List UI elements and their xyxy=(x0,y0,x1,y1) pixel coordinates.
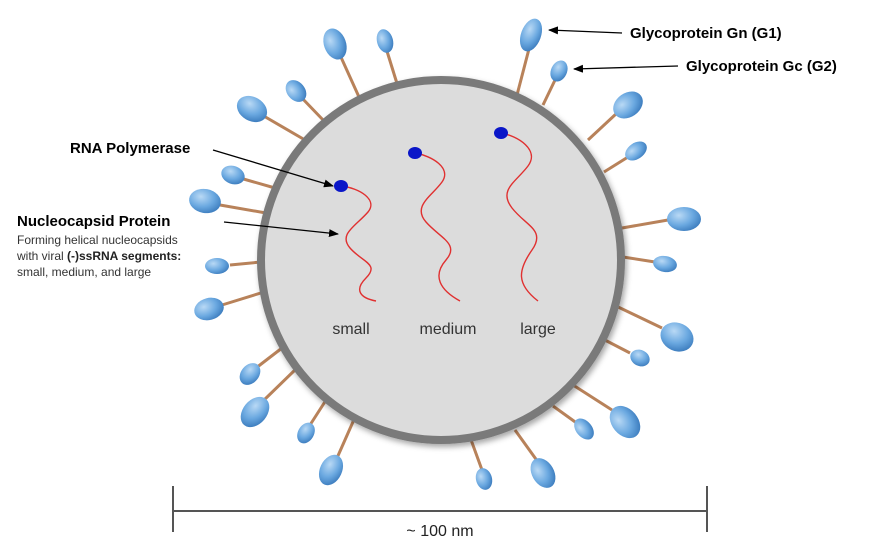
spike-stalk xyxy=(572,383,613,412)
spike-stalk xyxy=(621,218,669,230)
spike-head xyxy=(318,454,344,486)
spike-stalk xyxy=(298,94,327,124)
gn-arrow xyxy=(548,26,623,35)
spike-head xyxy=(667,207,701,231)
scale-bar xyxy=(172,486,708,532)
spike-stalk xyxy=(335,414,358,459)
spike-head xyxy=(653,255,677,273)
rna-segments xyxy=(340,132,539,302)
spike-stalk xyxy=(221,290,265,307)
polymerase-dot-small xyxy=(334,180,348,192)
segment-label-medium: medium xyxy=(420,321,477,338)
spike-head xyxy=(475,468,493,490)
segment-label-small: small xyxy=(332,321,369,338)
spike-head xyxy=(194,297,224,321)
spike-head xyxy=(376,29,394,53)
spike-head xyxy=(236,95,268,123)
spike-stalk xyxy=(603,155,629,174)
nucleocapsid-desc-line3: small, medium, and large xyxy=(17,265,151,279)
spike-head xyxy=(205,258,229,274)
polymerase-arrow xyxy=(212,149,334,188)
segment-label-large: large xyxy=(520,321,556,338)
nucleocapsid-desc-line2-bold: (-)ssRNA segments: xyxy=(67,249,181,263)
spike-head-gc xyxy=(550,60,568,82)
spike-stalk xyxy=(261,113,306,142)
spike-head xyxy=(189,188,221,214)
spike-head xyxy=(574,418,594,440)
spike-head xyxy=(625,141,647,161)
polymerase-dot-medium xyxy=(408,147,422,159)
spike-head xyxy=(530,458,556,488)
spike-head xyxy=(323,28,347,60)
spike-stalk xyxy=(552,404,579,426)
viral-envelope xyxy=(257,76,625,444)
polymerase-dot-large xyxy=(494,127,508,139)
spike-stalk xyxy=(513,429,540,463)
scale-bar-label: ~ 100 nm xyxy=(406,523,473,540)
rna-segment-medium xyxy=(414,152,461,302)
nucleocapsid-arrow xyxy=(223,221,339,238)
spike-stalk xyxy=(338,54,361,98)
spike-stalk xyxy=(468,436,484,471)
spike-head xyxy=(240,396,270,428)
spike-stalk xyxy=(515,44,532,96)
nucleocapsid-desc-line2-pre: with viral xyxy=(16,249,67,263)
spike-stalk xyxy=(219,203,267,215)
spike-head xyxy=(613,91,643,119)
spike-head-gn xyxy=(519,18,543,52)
spike-head xyxy=(239,363,261,385)
spike-head xyxy=(297,422,315,444)
glycoprotein-spikes xyxy=(189,18,701,490)
label-glycoprotein-gc: Glycoprotein Gc (G2) xyxy=(686,58,837,75)
spike-stalk xyxy=(541,77,558,106)
spike-stalk xyxy=(229,260,262,267)
spike-head xyxy=(609,405,641,439)
spike-head xyxy=(285,80,307,102)
label-nucleocapsid-protein: Nucleocapsid Protein xyxy=(17,213,170,230)
spike-stalk xyxy=(613,303,663,330)
spike-head xyxy=(221,165,245,185)
label-rna-polymerase: RNA Polymerase xyxy=(70,140,190,157)
spike-head xyxy=(630,349,650,367)
spike-stalk xyxy=(622,255,656,264)
spike-stalk xyxy=(255,346,283,370)
rna-segment-large xyxy=(500,132,539,302)
gc-arrow xyxy=(573,64,679,73)
spike-stalk xyxy=(586,111,619,142)
label-glycoprotein-gn: Glycoprotein Gn (G1) xyxy=(630,25,782,42)
nucleocapsid-desc-line2: with viral (-)ssRNA segments: xyxy=(16,249,181,263)
spike-stalk xyxy=(260,366,299,404)
spike-stalk xyxy=(239,176,276,190)
nucleocapsid-desc-line1: Forming helical nucleocapsids xyxy=(17,233,178,247)
rna-segment-small xyxy=(340,185,377,302)
spike-head xyxy=(660,322,694,352)
